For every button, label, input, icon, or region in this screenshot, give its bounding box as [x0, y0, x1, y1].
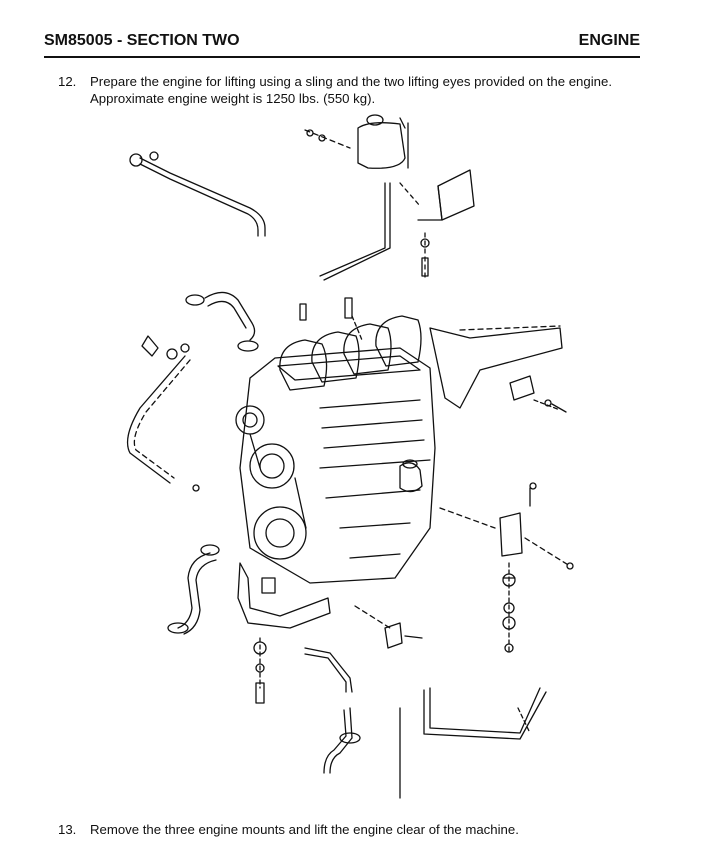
step-text: Prepare the engine for lifting using a s… [90, 74, 612, 106]
mounting-bracket-right [430, 326, 566, 412]
breather-pipe [130, 152, 265, 236]
header-rule [44, 56, 640, 58]
engine-mount-front [238, 563, 330, 703]
step-number: 12. [58, 74, 77, 89]
step-number: 13. [58, 822, 77, 837]
section-title: ENGINE [578, 32, 640, 49]
engine-mount-lower [355, 606, 422, 648]
engine-block [236, 316, 435, 583]
lower-pipes [305, 648, 546, 798]
upper-hose [186, 292, 258, 351]
lower-hose [168, 545, 219, 634]
oil-pipe [128, 336, 199, 491]
document-id: SM85005 - SECTION TWO [44, 32, 240, 49]
step-text: Remove the three engine mounts and lift … [90, 822, 519, 837]
mounting-bracket-top [400, 170, 474, 278]
temperature-sensors [300, 298, 362, 340]
page-header: SM85005 - SECTION TWO ENGINE [44, 30, 640, 56]
engine-mount-right [440, 483, 573, 653]
engine-exploded-diagram [100, 108, 600, 808]
expansion-tank [305, 115, 408, 280]
